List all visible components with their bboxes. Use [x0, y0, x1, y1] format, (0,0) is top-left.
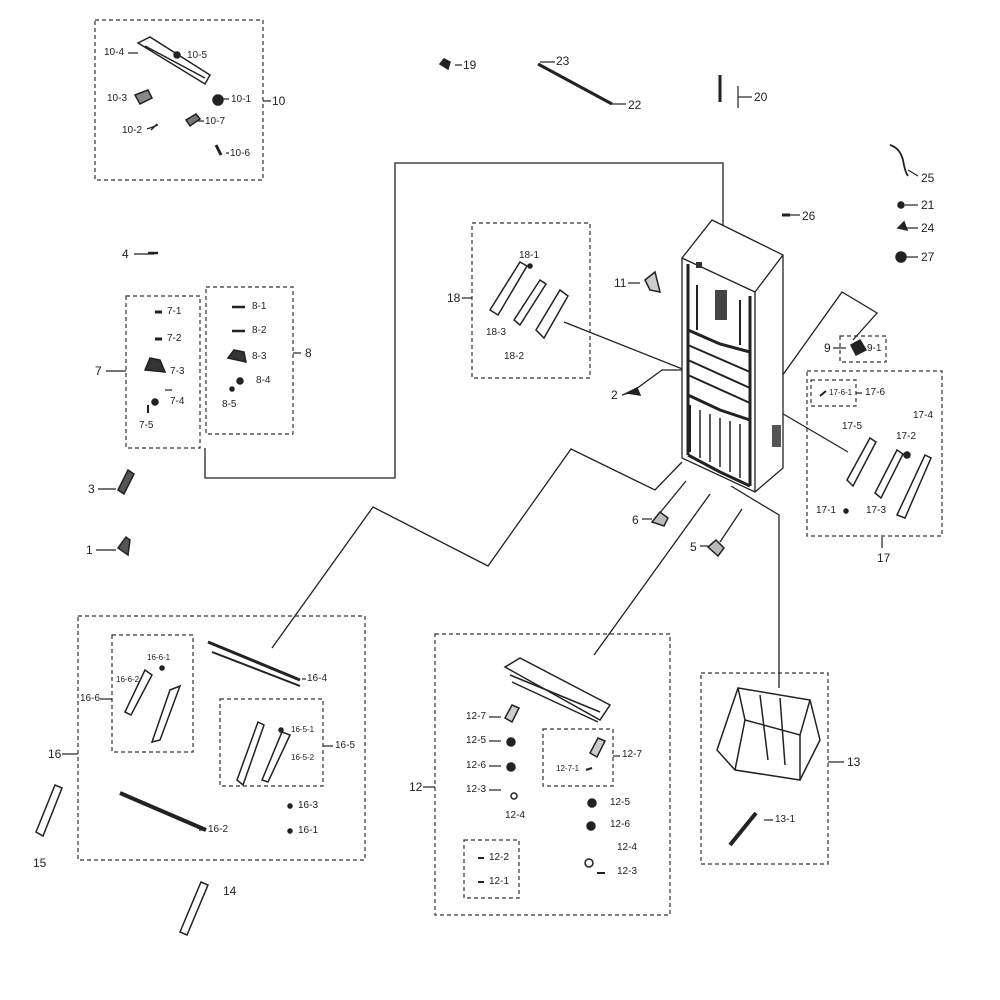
group-box-10 [94, 19, 264, 181]
part-silhouettes [35, 36, 932, 936]
group-box-16-6 [111, 634, 194, 753]
group-box-16 [77, 615, 366, 861]
group-boxes [77, 19, 943, 916]
label-ticks [62, 52, 919, 831]
group-box-16-5 [219, 698, 324, 787]
group-box-12-1 [463, 839, 520, 899]
group-box-12-7 [542, 728, 614, 787]
group-box-17 [806, 370, 943, 537]
group-box-18 [471, 222, 591, 379]
leader-lines [204, 162, 879, 688]
part-13-drawer [716, 687, 821, 781]
group-box-12 [434, 633, 671, 916]
refrigerator-cabinet [681, 219, 784, 493]
group-box-9 [839, 335, 887, 363]
group-box-8 [205, 286, 294, 435]
part-10-4-bracket [136, 36, 211, 86]
group-box-17-6 [810, 379, 857, 407]
group-box-13 [700, 672, 829, 865]
group-box-7 [125, 295, 201, 449]
